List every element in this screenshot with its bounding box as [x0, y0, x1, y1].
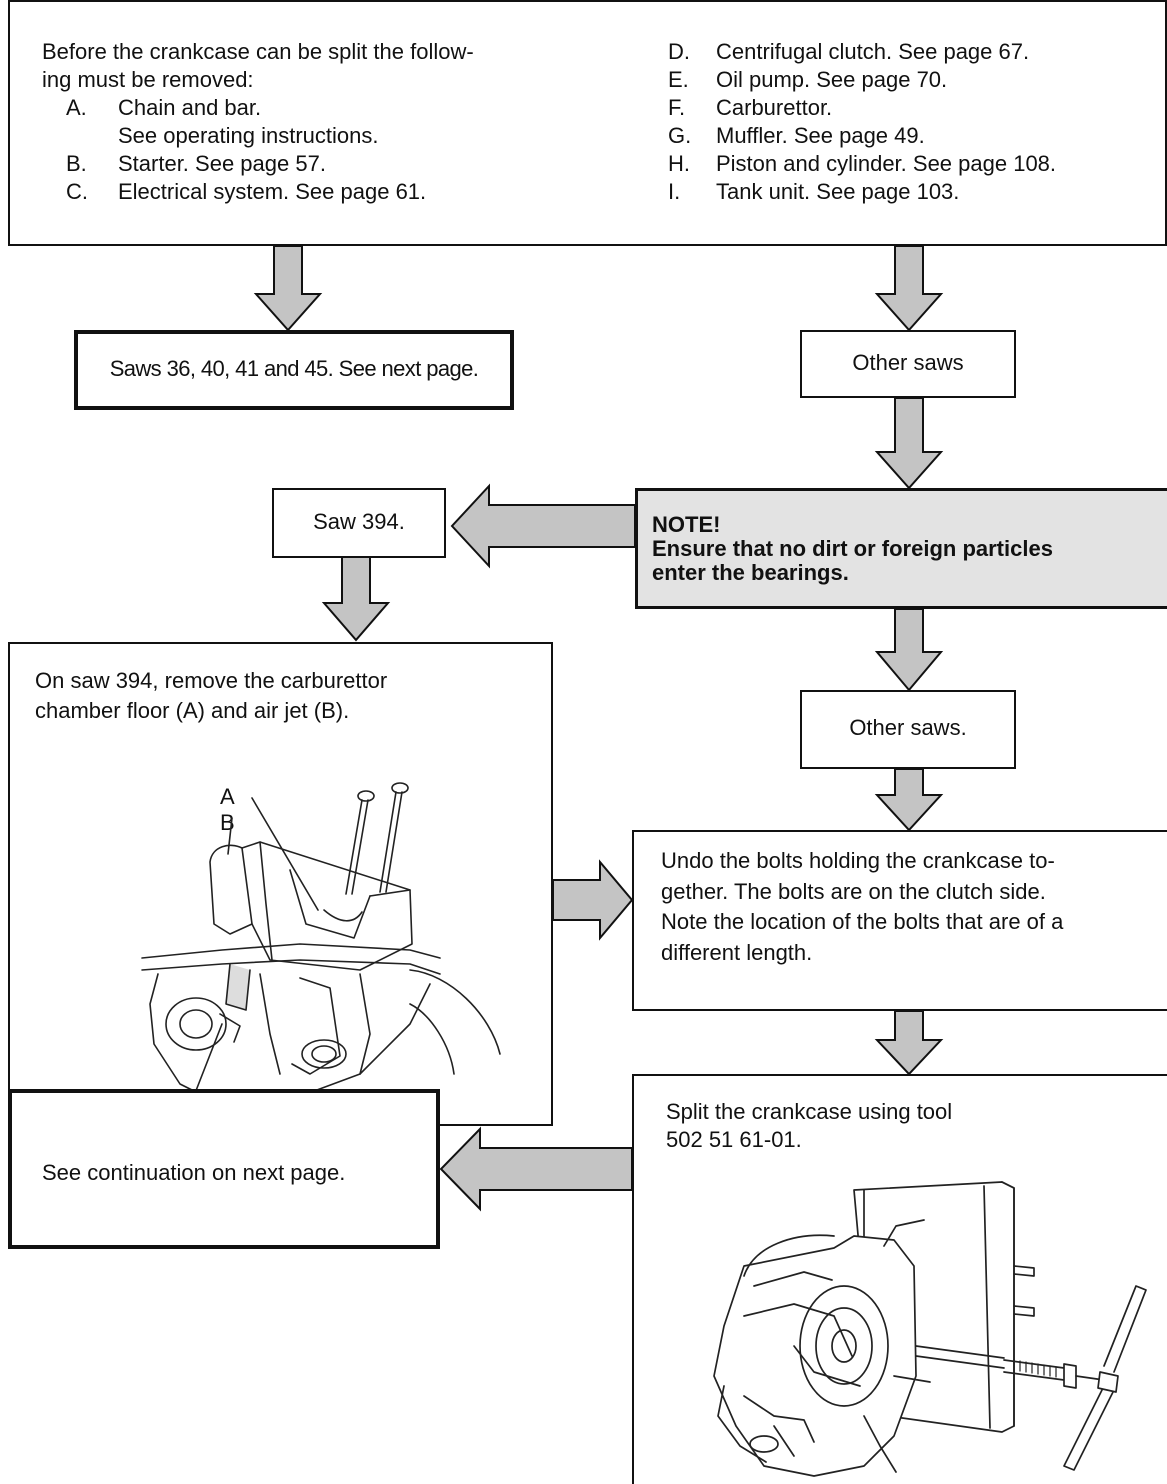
item-text: Chain and bar.: [118, 95, 262, 120]
undo-line1: Undo the bolts holding the crankcase to-: [661, 848, 1055, 873]
arrow-down-to-split: [874, 1010, 944, 1076]
intro-item-e: E. Oil pump. See page 70.: [668, 66, 1158, 94]
saw394-step-box: On saw 394, remove the carburettor chamb…: [8, 642, 553, 1126]
label-a: A: [220, 784, 235, 809]
undo-bolts-box: Undo the bolts holding the crankcase to-…: [632, 830, 1167, 1011]
other-saws-2-label: Other saws.: [849, 715, 967, 740]
arrow-down-to-other-saws: [874, 245, 944, 332]
item-text: Tank unit. See page 103.: [716, 179, 960, 204]
saw394-step-line2: chamber floor (A) and air jet (B).: [35, 698, 350, 723]
intro-item-h: H. Piston and cylinder. See page 108.: [668, 150, 1158, 178]
item-text: See operating instructions.: [118, 123, 379, 148]
arrow-left-to-saw394: [450, 483, 636, 569]
saw394-step-line1: On saw 394, remove the carburettor: [35, 668, 388, 693]
saws-small-box: Saws 36, 40, 41 and 45. See next page.: [74, 330, 514, 410]
saw394-box: Saw 394.: [272, 488, 446, 558]
arrow-down-to-undo: [874, 768, 944, 832]
item-key: G.: [668, 123, 692, 148]
item-text: Muffler. See page 49.: [716, 123, 925, 148]
intro-left-column: Before the crankcase can be split the fo…: [42, 38, 562, 206]
bolt-icon: [345, 790, 375, 895]
bolt-icon: [379, 782, 409, 893]
item-text: Electrical system. See page 61.: [118, 179, 427, 204]
item-key: C.: [66, 179, 88, 204]
intro-item-a: A. Chain and bar. See operating instruct…: [42, 94, 562, 150]
leader-b-line: [227, 817, 233, 855]
intro-item-f: F. Carburettor.: [668, 94, 1158, 122]
note-line1: Ensure that no dirt or foreign particles: [652, 536, 1053, 561]
saw394-label: Saw 394.: [313, 509, 405, 534]
intro-item-d: D. Centrifugal clutch. See page 67.: [668, 38, 1158, 66]
arrow-down-to-note: [874, 397, 944, 490]
intro-right-column: D. Centrifugal clutch. See page 67. E. O…: [668, 38, 1158, 206]
arrow-right-to-undo: [552, 859, 634, 941]
undo-line2: gether. The bolts are on the clutch side…: [661, 878, 1046, 904]
arrow-down-to-saw394-step: [321, 556, 391, 642]
item-key: B.: [66, 151, 87, 176]
crankcase-split-tool-illustration: [713, 1181, 1147, 1477]
intro-item-b: B. Starter. See page 57.: [42, 150, 562, 178]
item-text: Starter. See page 57.: [118, 151, 326, 176]
intro-lead-line1: Before the crankcase can be split the fo…: [42, 39, 474, 64]
intro-item-c: C. Electrical system. See page 61.: [42, 178, 562, 206]
note-box: NOTE! Ensure that no dirt or foreign par…: [635, 488, 1167, 609]
item-key: D.: [668, 39, 690, 64]
item-key: H.: [668, 151, 690, 176]
undo-line4: different length.: [661, 939, 813, 965]
note-line2: enter the bearings.: [652, 560, 849, 585]
leader-a-line: [251, 797, 319, 911]
item-key: I.: [668, 179, 681, 204]
carburettor-chamber-illustration: [141, 782, 501, 1114]
undo-line3: Note the location of the bolts that are …: [661, 909, 1064, 934]
other-saws-box: Other saws: [800, 330, 1016, 398]
item-text: Piston and cylinder. See page 108.: [716, 151, 1057, 176]
saws-small-label: Saws 36, 40, 41 and 45. See next page.: [109, 356, 479, 381]
split-line2: 502 51 61-01.: [666, 1127, 802, 1152]
intro-lead-line2: ing must be removed:: [42, 67, 254, 92]
arrow-down-to-other-saws-2: [874, 608, 944, 692]
item-key: F.: [668, 95, 686, 120]
continuation-box: See continuation on next page.: [8, 1089, 440, 1249]
item-text: Oil pump. See page 70.: [716, 67, 948, 92]
item-text: Centrifugal clutch. See page 67.: [716, 39, 1030, 64]
item-text: Carburettor.: [716, 95, 833, 120]
intro-item-g: G. Muffler. See page 49.: [668, 122, 1158, 150]
item-key: A.: [66, 95, 87, 120]
intro-box: Before the crankcase can be split the fo…: [8, 0, 1167, 246]
item-key: E.: [668, 67, 689, 92]
arrow-left-to-continuation: [439, 1126, 633, 1212]
split-line1: Split the crankcase using tool: [666, 1099, 953, 1124]
continuation-label: See continuation on next page.: [42, 1160, 346, 1185]
note-title: NOTE!: [652, 512, 721, 537]
split-box: Split the crankcase using tool 502 51 61…: [632, 1074, 1167, 1484]
other-saws-label: Other saws: [852, 350, 964, 375]
other-saws-2-box: Other saws.: [800, 690, 1016, 769]
arrow-down-to-saws-small: [253, 245, 323, 332]
intro-item-i: I. Tank unit. See page 103.: [668, 178, 1158, 206]
